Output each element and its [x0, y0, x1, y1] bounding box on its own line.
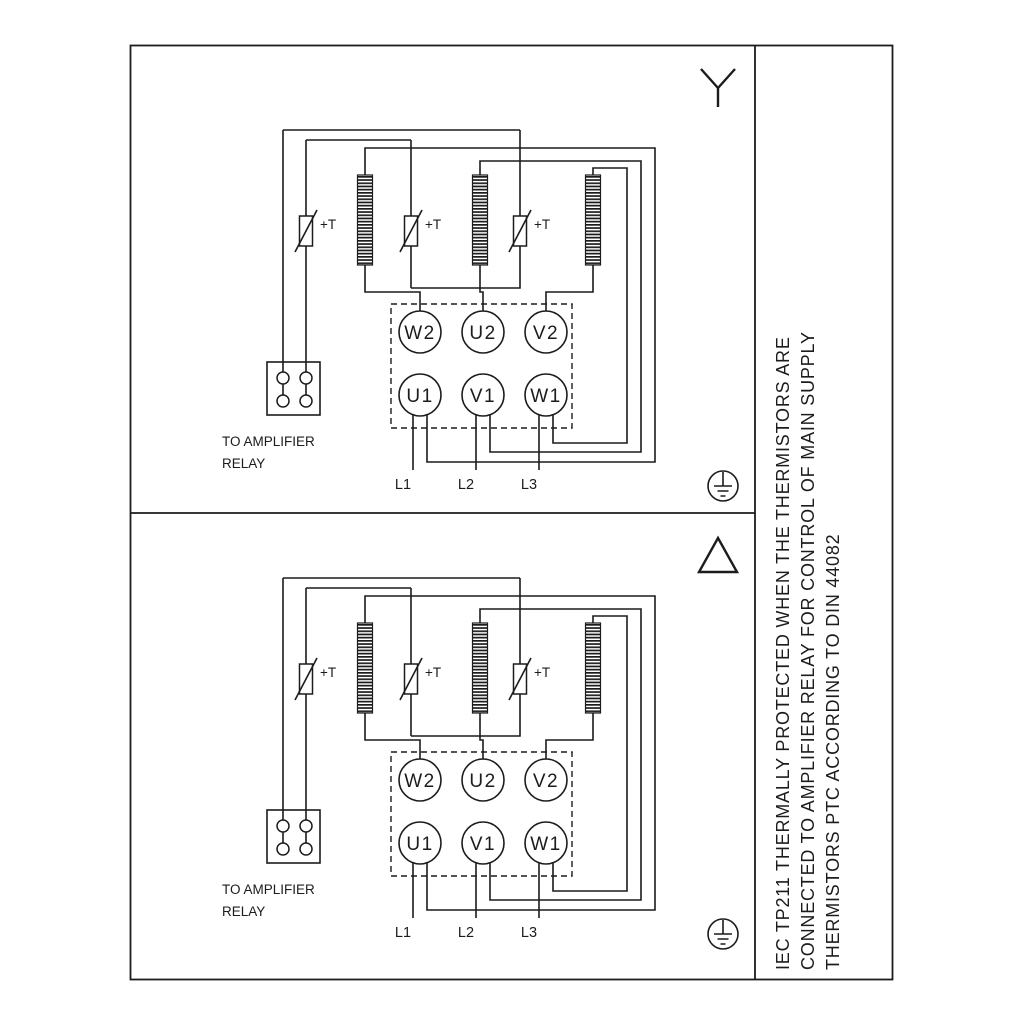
thermistor-1: +T: [294, 209, 336, 253]
thermistor-3: +T: [508, 657, 550, 701]
terminal-V1: V1: [461, 821, 505, 865]
thermistor-label: +T: [425, 665, 441, 680]
earth-icon: [707, 918, 739, 950]
thermistor-label: +T: [320, 665, 336, 680]
terminal-label: U1: [406, 386, 433, 407]
terminal-label: W1: [530, 834, 562, 855]
winding-3: [584, 622, 602, 714]
relay-caption-line1: TO AMPLIFIER: [222, 434, 315, 449]
sidebar-note-line1: IEC TP211 THERMALLY PROTECTED WHEN THE T…: [773, 336, 793, 970]
terminal-label: U1: [406, 834, 433, 855]
sidebar-note-line2: CONNECTED TO AMPLIFIER RELAY FOR CONTROL…: [798, 331, 818, 970]
panel-wiring: [282, 129, 656, 470]
relay-caption-line2: RELAY: [222, 904, 265, 919]
winding-1: [356, 174, 374, 266]
supply-label-L2: L2: [458, 925, 474, 941]
panel-wiring: [282, 577, 656, 918]
terminal-box: [390, 303, 573, 429]
terminal-U2: U2: [461, 758, 505, 802]
thermistor-label: +T: [534, 217, 550, 232]
supply-label-L3: L3: [521, 925, 537, 941]
winding-2: [471, 174, 489, 266]
terminal-label: V2: [533, 323, 559, 344]
amplifier-relay-connector: [266, 809, 321, 864]
thermistor-label: +T: [534, 665, 550, 680]
terminal-U2: U2: [461, 310, 505, 354]
terminal-label: U2: [469, 323, 496, 344]
terminal-W2: W2: [398, 310, 442, 354]
thermistor-3: +T: [508, 209, 550, 253]
supply-label-L1: L1: [395, 477, 411, 493]
winding-2: [471, 622, 489, 714]
supply-label-L2: L2: [458, 477, 474, 493]
terminal-label: W1: [530, 386, 562, 407]
amplifier-relay-connector: [266, 361, 321, 416]
sidebar-note-line3: THERMISTORS PTC ACCORDING TO DIN 44082: [823, 534, 843, 971]
thermistor-2: +T: [399, 657, 441, 701]
thermistor-1: +T: [294, 657, 336, 701]
thermistor-label: +T: [425, 217, 441, 232]
terminal-label: V1: [470, 834, 496, 855]
terminal-label: U2: [469, 771, 496, 792]
terminal-V2: V2: [524, 310, 568, 354]
delta-icon: [696, 535, 740, 574]
thermistor-label: +T: [320, 217, 336, 232]
terminal-W1: W1: [524, 373, 568, 417]
delta-panel: +T +T +T W2 U2 V2 U1: [222, 535, 740, 950]
terminal-label: V2: [533, 771, 559, 792]
winding-1: [356, 622, 374, 714]
star-panel: +T +T +T W2 U2 V2 U1: [222, 68, 739, 502]
terminal-box: [390, 751, 573, 877]
winding-3: [584, 174, 602, 266]
terminal-U1: U1: [398, 821, 442, 865]
terminal-W1: W1: [524, 821, 568, 865]
terminal-label: W2: [404, 323, 436, 344]
relay-caption-line1: TO AMPLIFIER: [222, 882, 315, 897]
terminal-label: V1: [470, 386, 496, 407]
terminal-W2: W2: [398, 758, 442, 802]
terminal-V2: V2: [524, 758, 568, 802]
terminal-V1: V1: [461, 373, 505, 417]
supply-label-L3: L3: [521, 477, 537, 493]
terminal-U1: U1: [398, 373, 442, 417]
relay-caption-line2: RELAY: [222, 456, 265, 471]
terminal-label: W2: [404, 771, 436, 792]
supply-label-L1: L1: [395, 925, 411, 941]
sidebar-note: IEC TP211 THERMALLY PROTECTED WHEN THE T…: [773, 331, 843, 970]
earth-icon: [707, 470, 739, 502]
thermistor-2: +T: [399, 209, 441, 253]
star-icon: [700, 68, 736, 107]
